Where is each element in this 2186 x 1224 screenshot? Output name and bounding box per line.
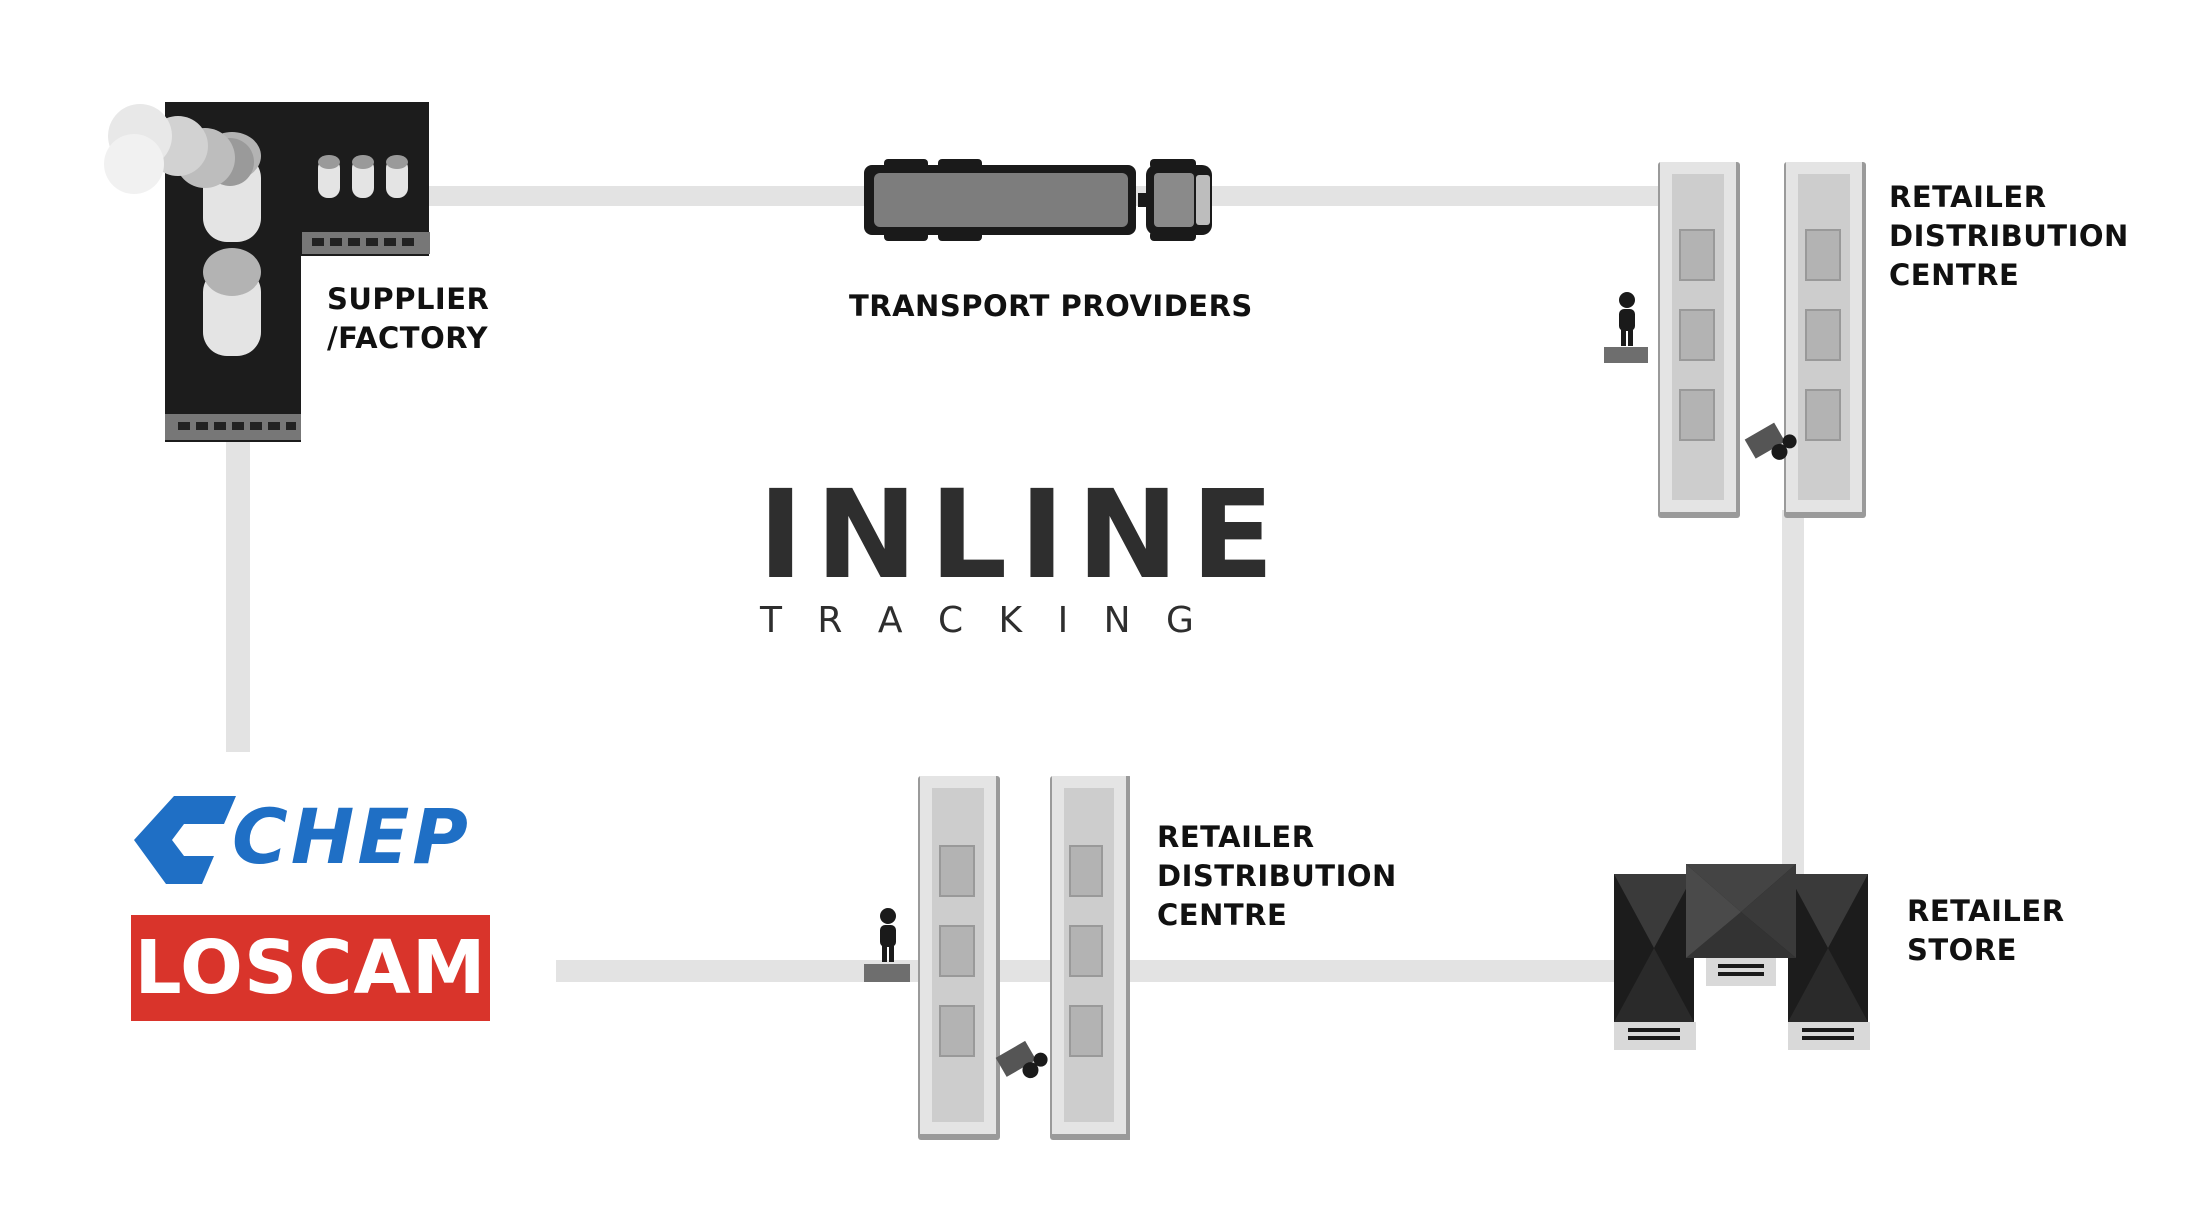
path-rdc-top-to-store xyxy=(1782,510,1804,920)
chep-wordmark: CHEP xyxy=(232,792,471,881)
worker-icon xyxy=(864,908,910,982)
truck-icon xyxy=(864,159,1212,241)
transport-providers-label: TRANSPORT PROVIDERS xyxy=(849,289,1253,323)
inline-logo-wordmark: INLINE xyxy=(758,464,1287,606)
retailer-store-label: RETAILER STORE xyxy=(1907,894,2065,967)
smoke-icon xyxy=(104,104,254,194)
factory-icon xyxy=(104,102,430,442)
supplier-factory-label: SUPPLIER /FACTORY xyxy=(327,282,490,355)
rdc-top-label: RETAILER DISTRIBUTION CENTRE xyxy=(1889,180,2129,292)
chep-logo: CHEP xyxy=(124,790,504,890)
warehouse-icon xyxy=(1658,162,1866,518)
warehouse-icon xyxy=(918,776,1130,1140)
forklift-icon xyxy=(1744,422,1797,460)
rdc-bottom-label: RETAILER DISTRIBUTION CENTRE xyxy=(1157,820,1397,932)
rdc-bottom-icon xyxy=(864,776,1130,1140)
path-factory-to-pool xyxy=(226,430,250,752)
inline-logo-tagline: T R A C K I N G xyxy=(760,600,1206,641)
worker-icon xyxy=(1604,292,1648,363)
rdc-top-icon xyxy=(1604,162,1866,518)
store-icon xyxy=(1614,864,1870,1050)
forklift-icon xyxy=(995,1040,1048,1079)
loscam-wordmark: LOSCAM xyxy=(134,925,487,1011)
loscam-logo: LOSCAM xyxy=(131,915,490,1021)
chep-arrow-icon xyxy=(134,796,236,884)
